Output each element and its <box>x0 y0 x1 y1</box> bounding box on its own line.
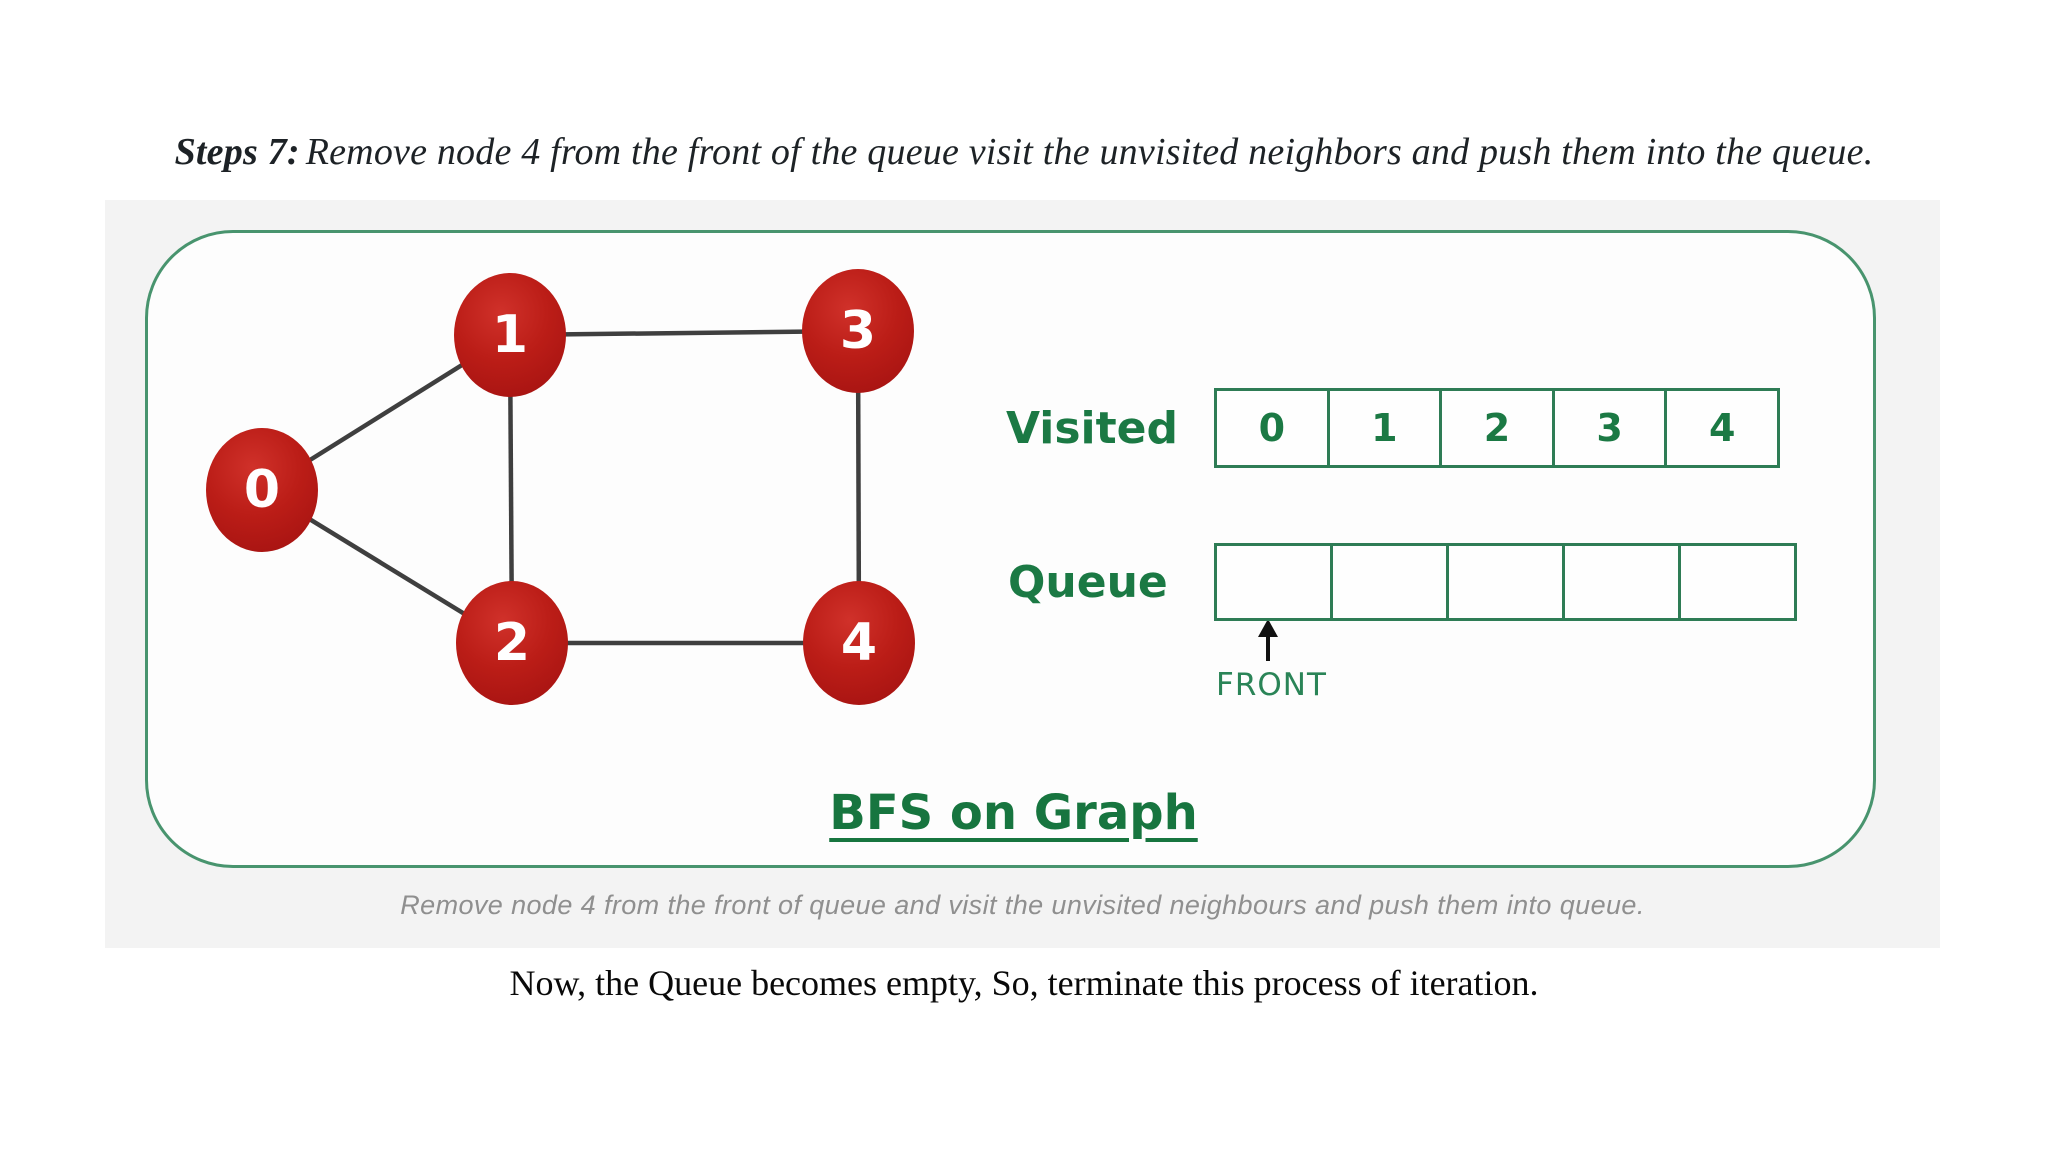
figure-caption: Remove node 4 from the front of queue an… <box>400 890 1645 920</box>
visited-cell-0: 0 <box>1217 391 1330 465</box>
queue-cell-2 <box>1449 546 1565 618</box>
graph-node-2-label: 2 <box>493 613 531 673</box>
figure-title: BFS on Graph <box>829 785 1198 841</box>
figure-panel: 0 1 2 3 4 Visited 0 1 2 3 4 Queue FRONT <box>105 200 1940 948</box>
visited-array: 0 1 2 3 4 <box>1214 388 1780 468</box>
queue-cell-4 <box>1681 546 1794 618</box>
step-heading: Steps 7:Remove node 4 from the front of … <box>0 130 2048 174</box>
graph-node-1: 1 <box>454 273 566 397</box>
visited-cell-2: 2 <box>1442 391 1555 465</box>
graph-node-1-label: 1 <box>491 305 529 365</box>
step-heading-prefix: Steps 7: <box>174 131 300 173</box>
step-heading-text: Remove node 4 from the front of the queu… <box>305 131 1874 173</box>
bfs-figure-box: 0 1 2 3 4 Visited 0 1 2 3 4 Queue FRONT <box>145 230 1876 868</box>
conclusion-text: Now, the Queue becomes empty, So, termin… <box>509 963 1539 1003</box>
visited-label: Visited <box>1006 402 1179 454</box>
queue-array <box>1214 543 1797 621</box>
visited-cell-1: 1 <box>1330 391 1443 465</box>
graph-node-2: 2 <box>456 581 568 705</box>
graph-node-3: 3 <box>802 269 914 393</box>
queue-cell-1 <box>1333 546 1449 618</box>
graph-node-0-label: 0 <box>243 460 281 520</box>
queue-cell-0 <box>1217 546 1333 618</box>
queue-cell-3 <box>1565 546 1681 618</box>
graph-node-3-label: 3 <box>839 301 877 361</box>
graph-node-0: 0 <box>206 428 318 552</box>
edge-lines <box>260 328 862 646</box>
visited-cell-3: 3 <box>1555 391 1668 465</box>
queue-label: Queue <box>1008 556 1168 608</box>
edge-1-3 <box>509 328 859 338</box>
graph-node-4-label: 4 <box>840 613 878 673</box>
front-arrow-icon <box>1258 619 1278 661</box>
front-label: FRONT <box>1216 667 1327 703</box>
visited-cell-4: 4 <box>1708 406 1736 450</box>
graph-node-4: 4 <box>803 581 915 705</box>
